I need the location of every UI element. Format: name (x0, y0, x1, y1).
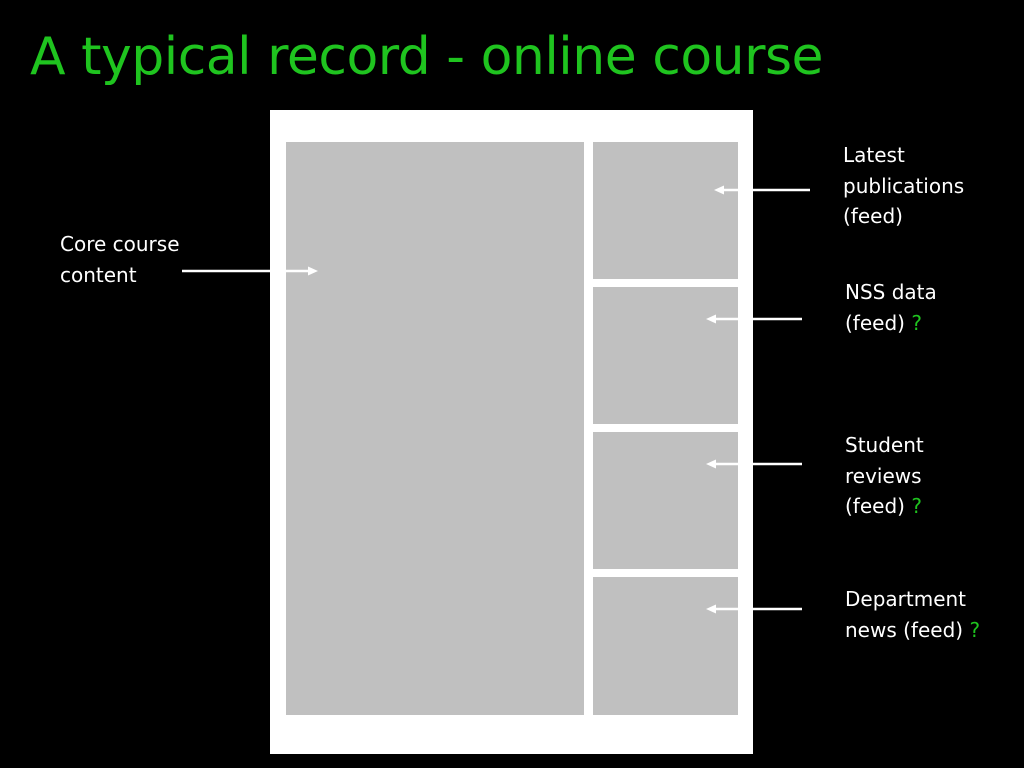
publications-feed-block (593, 142, 738, 279)
label-publications-line1: Latest (843, 143, 905, 167)
label-core-content: Core course content (60, 229, 180, 290)
label-nss: NSS data (feed) ? (845, 277, 937, 338)
label-reviews: Student reviews (feed) ? (845, 430, 924, 522)
label-news-line2: news (feed) (845, 617, 964, 642)
label-reviews-line3-wrap: (feed) ? (845, 491, 924, 522)
nss-feed-block (593, 287, 738, 424)
core-content-block (286, 142, 584, 715)
label-nss-line2-wrap: (feed) ? (845, 308, 937, 339)
label-reviews-line2: reviews (845, 463, 922, 488)
question-mark: ? (911, 310, 922, 335)
reviews-feed-block (593, 432, 738, 569)
label-core-line1: Core course (60, 232, 180, 256)
question-mark: ? (911, 494, 922, 518)
news-feed-block (593, 577, 738, 715)
label-publications-line2: publications (843, 173, 965, 198)
label-publications-line3: (feed) (843, 204, 903, 228)
label-publications: Latest publications (feed) (843, 140, 964, 232)
label-nss-line1: NSS data (845, 280, 937, 304)
page-wireframe (270, 110, 753, 754)
label-reviews-line3: (feed) (845, 494, 905, 518)
label-reviews-line1: Student (845, 433, 924, 457)
slide-title: A typical record - online course (30, 27, 824, 87)
label-nss-line2: (feed) (845, 310, 905, 335)
label-news-line1: Department (845, 587, 967, 611)
label-news-line2-wrap: news (feed) ? (845, 615, 980, 646)
label-core-line2: content (60, 262, 137, 287)
label-news: Department news (feed) ? (845, 584, 980, 645)
question-mark: ? (969, 617, 981, 642)
